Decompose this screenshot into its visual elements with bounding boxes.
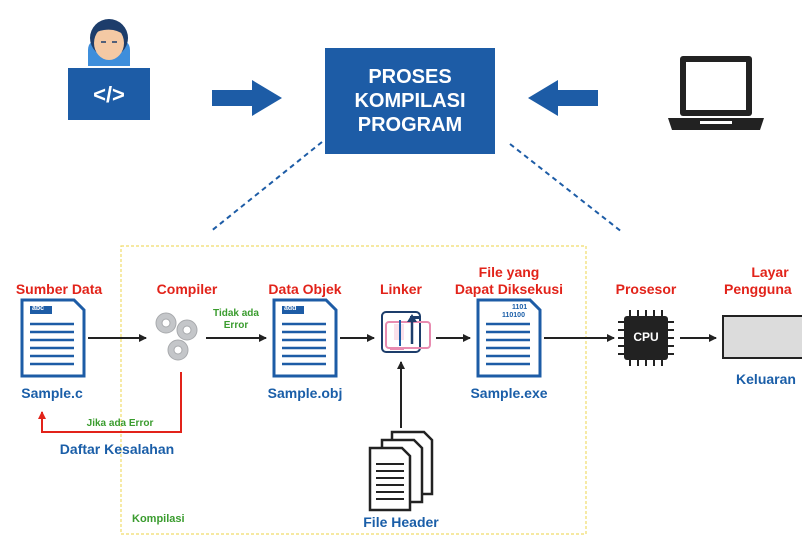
compilation-region: [120, 245, 587, 535]
object-file-name: Sample.obj: [267, 385, 343, 401]
cpu-icon: [618, 310, 674, 366]
exe-heading-line-1: File yang: [478, 264, 540, 280]
programmer-icon: </>: [68, 19, 150, 120]
header-file-label: File Header: [363, 514, 439, 530]
header-files-icon: [368, 430, 434, 512]
no-error-line-2: Error: [223, 320, 249, 331]
arrow-from-laptop: [528, 80, 598, 116]
no-error-line-1: Tidak ada: [213, 308, 259, 319]
title-line-2: KOMPILASI: [354, 90, 466, 112]
error-list-label: Daftar Kesalahan: [59, 441, 175, 457]
gears-icon: [155, 312, 198, 361]
monitor-icon: [722, 315, 802, 359]
screen-heading-line-1: Layar: [751, 264, 789, 280]
laptop-icon: [668, 56, 764, 130]
exe-doc-line-1: 1101: [512, 304, 528, 311]
arrow-to-process: [212, 80, 282, 116]
object-heading: Data Objek: [268, 281, 342, 297]
compiler-heading: Compiler: [156, 281, 218, 297]
source-doc-text: abc: [32, 305, 45, 312]
dashed-line-right: [509, 143, 623, 233]
processor-heading: Prosesor: [615, 281, 677, 297]
source-document-icon: [20, 298, 86, 378]
svg-text:</>: </>: [93, 82, 125, 107]
title-line-3: PROGRAM: [357, 114, 463, 136]
screen-caption: Keluaran: [736, 371, 796, 387]
object-doc-text: add: [284, 305, 297, 312]
linker-icon: [381, 311, 431, 353]
exe-file-name: Sample.exe: [470, 385, 548, 401]
exe-doc-line-2: 110100: [502, 312, 525, 319]
object-document-icon: [272, 298, 338, 378]
cpu-label: CPU: [633, 330, 659, 344]
title-line-1: PROSES: [368, 66, 452, 88]
linker-heading: Linker: [379, 281, 422, 297]
screen-heading-line-2: Pengguna: [724, 281, 792, 297]
source-heading: Sumber Data: [15, 281, 103, 297]
process-title-box: PROSES KOMPILASI PROGRAM: [325, 48, 495, 154]
executable-document-icon: [476, 298, 542, 378]
source-file-name: Sample.c: [21, 385, 83, 401]
compilation-region-label: Kompilasi: [132, 513, 185, 525]
error-condition: Jika ada Error: [86, 418, 154, 429]
arrow-error-feedback: [38, 372, 182, 433]
exe-heading-line-2: Dapat Diksekusi: [454, 281, 564, 297]
dashed-line-left: [209, 141, 323, 233]
